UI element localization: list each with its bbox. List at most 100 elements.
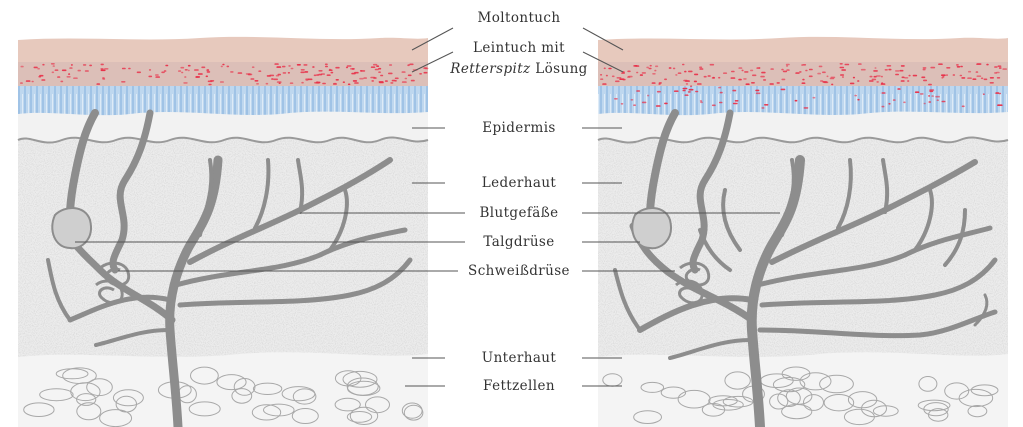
solution-drop [690,85,692,87]
solution-drop [683,88,688,90]
solution-drop [935,96,940,98]
solution-drop [738,79,742,81]
solution-drop [206,76,208,78]
solution-drop [897,88,900,90]
solution-drop [291,68,294,70]
solution-drop [297,64,301,66]
solution-drop [329,69,333,71]
solution-drop [817,73,821,75]
solution-drop [813,97,816,99]
solution-drop [755,90,759,92]
solution-drop [881,82,883,84]
solution-drop [376,65,379,67]
solution-drop [700,100,702,102]
solution-drop [185,69,188,71]
solution-drop [654,70,656,72]
solution-drop [122,68,126,70]
solution-drop [827,76,829,78]
solution-drop [336,79,339,81]
label-talgdruese: Talgdrüse [483,234,554,250]
label-loesung: Lösung [531,61,588,77]
solution-drop [238,72,243,74]
solution-drop [923,69,926,71]
solution-drop [783,71,787,73]
solution-drop [901,65,905,67]
solution-drop [392,80,396,82]
solution-drop [101,64,104,66]
solution-drop [608,68,611,70]
solution-drop [52,72,55,74]
solution-drop [743,78,747,80]
solution-drop [104,68,108,70]
solution-drop [220,81,224,83]
solution-drop [756,67,760,69]
solution-drop [333,83,337,85]
solution-drop [990,77,994,79]
solution-drop [101,70,106,72]
solution-drop [657,91,661,93]
solution-drop [968,71,971,73]
solution-drop [128,68,131,70]
solution-drop [619,78,624,80]
solution-drop [60,81,63,83]
solution-drop [380,75,383,77]
solution-drop [689,89,694,91]
solution-drop [188,65,191,67]
solution-drop [999,67,1002,69]
solution-drop [923,67,927,69]
solution-drop [977,75,982,77]
solution-drop [688,91,691,93]
solution-drop [777,82,780,84]
solution-drop [869,80,874,82]
solution-drop [885,69,888,71]
subcutis-layer [18,352,428,427]
solution-drop [283,72,287,74]
solution-drop [360,70,365,72]
solution-drop [712,77,715,79]
solution-drop [712,105,716,107]
solution-drop [900,70,904,72]
solution-drop [155,76,160,78]
solution-drop [353,80,357,82]
solution-drop [854,95,857,97]
solution-drop [861,69,866,71]
solution-drop [325,66,328,68]
solution-drop [769,83,774,85]
solution-drop [221,66,223,68]
solution-drop [266,83,269,85]
solution-drop [282,66,286,68]
solution-drop [647,95,649,97]
label-retterspitz: Retterspitz [449,61,531,77]
solution-drop [614,98,618,100]
solution-drop [688,71,693,73]
solution-drop [621,103,624,105]
solution-drop [183,82,187,84]
solution-drop [100,68,103,70]
solution-drop [760,76,765,78]
solution-drop [649,68,652,70]
solution-drop [909,75,911,77]
solution-drop [998,65,1002,67]
solution-drop [738,67,742,69]
solution-drop [718,87,721,89]
solution-drop [288,65,291,67]
solution-drop [928,101,931,103]
label-moltontuch: Moltontuch [478,10,561,26]
solution-drop [642,72,646,74]
solution-drop [928,95,930,97]
solution-drop [606,75,608,77]
solution-drop [62,70,67,72]
solution-drop [195,76,200,78]
solution-drop [37,68,40,70]
label-unterhaut: Unterhaut [482,350,557,366]
solution-drop [876,75,881,77]
solution-drop [941,74,946,76]
solution-drop [652,73,656,75]
solution-drop [318,74,322,76]
solution-drop [804,107,809,109]
solution-drop [972,78,976,80]
solution-drop [277,81,282,83]
solution-drop [986,64,988,66]
solution-drop [882,106,885,108]
